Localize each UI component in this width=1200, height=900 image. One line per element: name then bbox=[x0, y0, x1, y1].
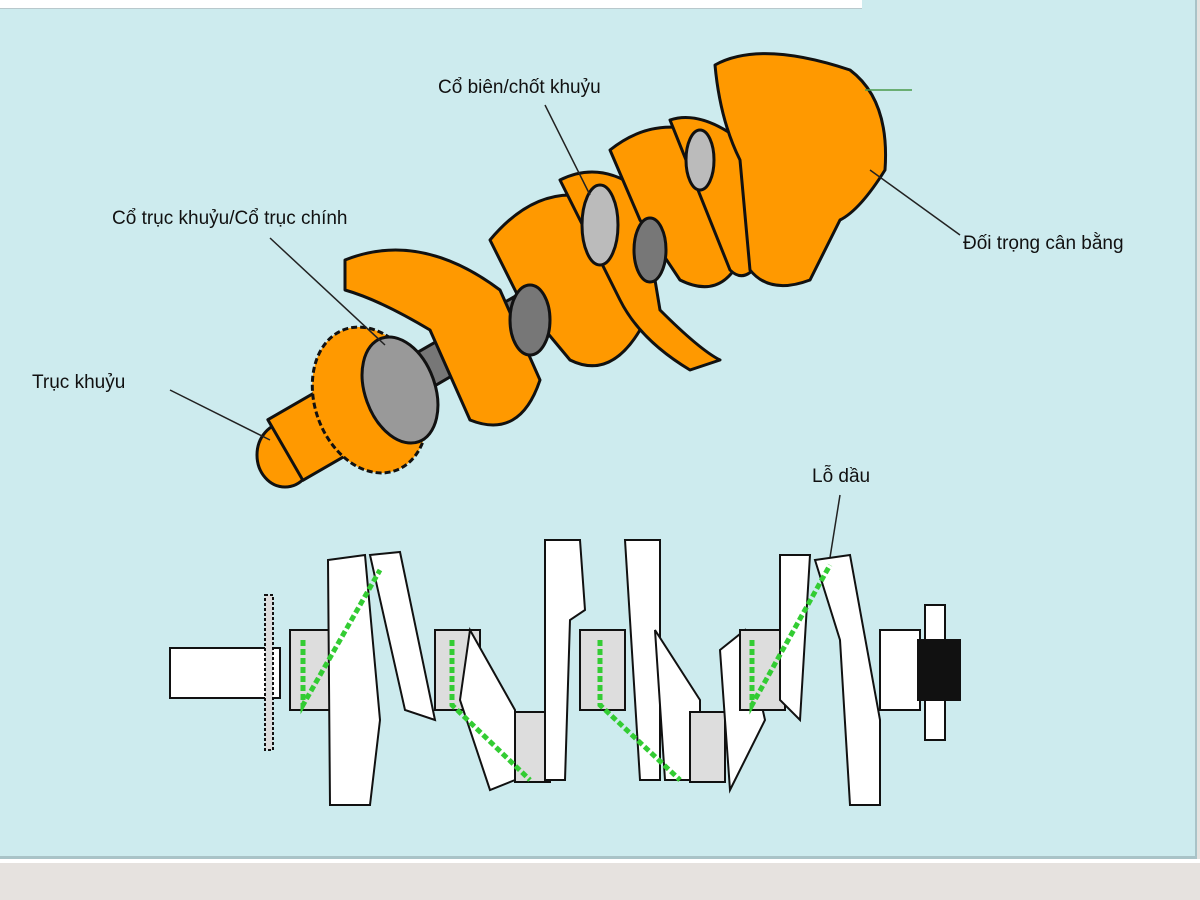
label-main-journal: Cổ trục khuỷu/Cổ trục chính bbox=[112, 208, 348, 229]
label-crankshaft: Trục khuỷu bbox=[32, 372, 126, 393]
crankshaft-3d bbox=[255, 52, 888, 489]
oil-passages bbox=[300, 563, 833, 782]
label-counterweight: Đối trọng cân bằng bbox=[963, 233, 1124, 254]
label-connecting-rod-journal: Cổ biên/chốt khuỷu bbox=[438, 77, 601, 98]
divider bbox=[0, 859, 1200, 863]
top-strip bbox=[0, 0, 862, 9]
label-oil-hole: Lỗ dầu bbox=[812, 466, 871, 487]
diagram-panel bbox=[0, 0, 1197, 859]
crankshaft-2d bbox=[169, 539, 961, 806]
